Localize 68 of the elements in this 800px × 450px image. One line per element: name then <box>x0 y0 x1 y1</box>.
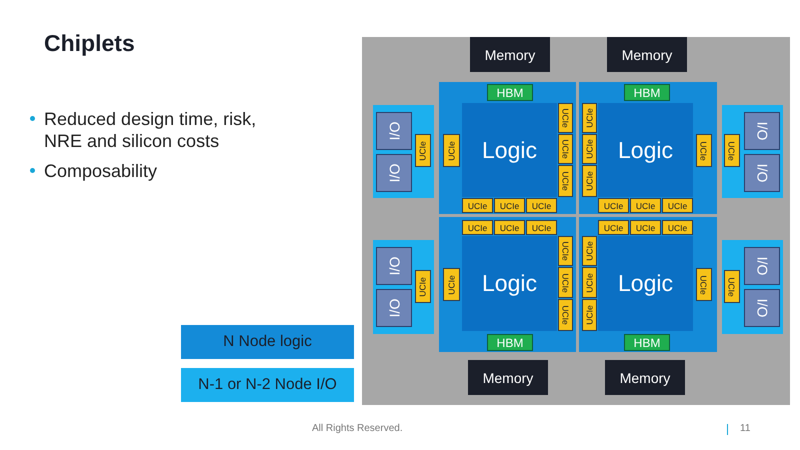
ucie-block: UCIe <box>558 103 573 133</box>
ucie-block: UCIe <box>630 198 661 213</box>
memory-chip: Memory <box>607 37 687 72</box>
ucie-block: UCIe <box>724 270 740 303</box>
io-panel <box>722 105 783 198</box>
ucie-block: UCIe <box>630 220 661 235</box>
io-die: I/O <box>744 112 780 150</box>
io-die: I/O <box>744 289 780 327</box>
ucie-block: UCIe <box>462 198 493 213</box>
bullet-text: Reduced design time, risk, NRE and silicon costs <box>44 108 258 152</box>
io-panel <box>373 105 434 198</box>
ucie-block: UCIe <box>662 220 693 235</box>
chiplet-tile <box>439 82 576 214</box>
hbm-block: HBM <box>487 84 533 101</box>
ucie-block: UCIe <box>582 299 597 331</box>
logic-die: Logic <box>598 236 693 331</box>
ucie-block: UCIe <box>696 268 712 301</box>
ucie-block: UCIe <box>598 220 629 235</box>
io-panel <box>373 240 434 334</box>
ucie-block: UCIe <box>696 134 712 167</box>
ucie-block: UCIe <box>582 103 597 133</box>
logic-die: Logic <box>462 103 557 197</box>
legend-item: N Node logic <box>181 325 354 359</box>
io-die: I/O <box>744 247 780 285</box>
hbm-block: HBM <box>624 84 670 101</box>
legend-item: N-1 or N-2 Node I/O <box>181 368 354 402</box>
ucie-block: UCIe <box>415 134 431 167</box>
slide-title: Chiplets <box>44 30 135 57</box>
logic-die: Logic <box>598 103 693 197</box>
ucie-block: UCIe <box>462 220 493 235</box>
memory-chip: Memory <box>470 37 550 72</box>
io-die: I/O <box>376 154 412 192</box>
ucie-block: UCIe <box>558 165 573 197</box>
footer-text: All Rights Reserved. <box>312 423 403 434</box>
hbm-block: HBM <box>487 334 533 351</box>
memory-chip: Memory <box>605 360 685 395</box>
io-die: I/O <box>744 154 780 192</box>
page-number: 11 <box>740 423 750 434</box>
package-substrate <box>362 37 790 405</box>
ucie-block: UCIe <box>558 134 573 164</box>
ucie-block: UCIe <box>724 134 740 167</box>
ucie-block: UCIe <box>662 198 693 213</box>
io-panel <box>722 240 783 334</box>
ucie-block: UCIe <box>582 236 597 266</box>
io-die: I/O <box>376 247 412 285</box>
chiplet-tile <box>439 217 576 352</box>
ucie-block: UCIe <box>558 236 573 266</box>
ucie-block: UCIe <box>558 267 573 298</box>
io-die: I/O <box>376 112 412 150</box>
ucie-block: UCIe <box>526 220 557 235</box>
hbm-block: HBM <box>624 334 670 351</box>
ucie-block: UCIe <box>582 267 597 298</box>
chiplet-tile <box>579 217 717 352</box>
ucie-block: UCIe <box>598 198 629 213</box>
ucie-block: UCIe <box>582 134 597 164</box>
io-die: I/O <box>376 289 412 327</box>
memory-chip: Memory <box>468 360 548 395</box>
ucie-block: UCIe <box>494 220 525 235</box>
bullet-text: Composability <box>44 160 158 182</box>
chiplet-tile <box>579 82 717 214</box>
ucie-block: UCIe <box>558 299 573 331</box>
ucie-block: UCIe <box>443 134 460 167</box>
ucie-block: UCIe <box>443 268 460 301</box>
ucie-block: UCIe <box>494 198 525 213</box>
ucie-block: UCIe <box>415 270 431 303</box>
logic-die: Logic <box>462 236 557 331</box>
ucie-block: UCIe <box>582 165 597 197</box>
ucie-block: UCIe <box>526 198 557 213</box>
